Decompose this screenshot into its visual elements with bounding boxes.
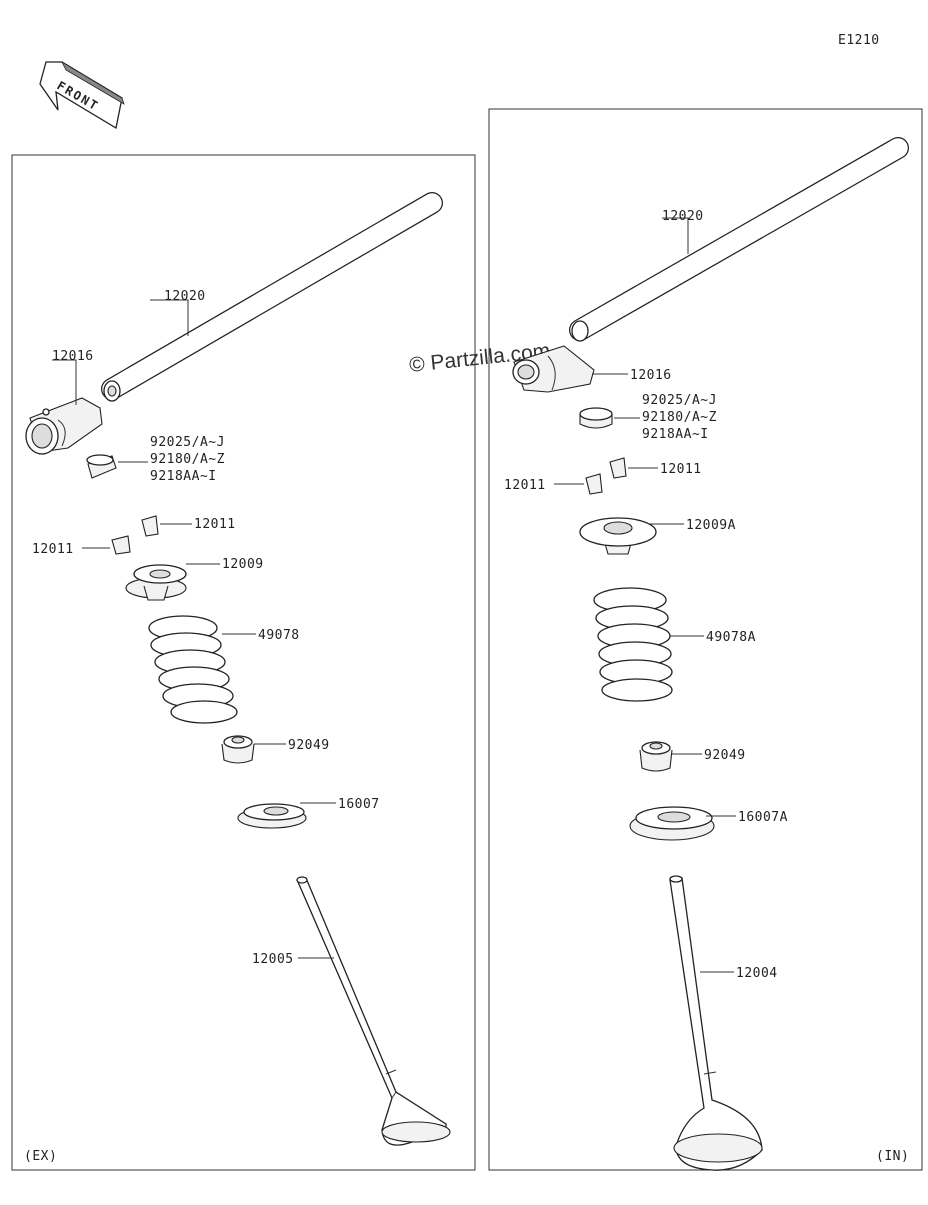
in-label-shim-c: 9218AA~I — [642, 427, 709, 442]
ex-label-spring: 49078 — [258, 628, 300, 643]
ex-valve-spring — [148, 615, 238, 724]
in-rocker-arm — [512, 345, 595, 393]
in-label-spring: 49078A — [706, 630, 756, 645]
ex-label-seal: 92049 — [288, 738, 330, 753]
in-spring-retainer — [579, 517, 657, 555]
ex-spring-retainer — [125, 564, 187, 601]
ex-rocker-shaft — [101, 192, 443, 402]
in-label-shim-a: 92025/A~J — [642, 393, 717, 408]
ex-valve — [296, 876, 451, 1146]
ex-label-rocker-arm: 12016 — [52, 349, 94, 364]
ex-label-shim-c: 9218AA~I — [150, 469, 217, 484]
diagram-code: E1210 — [838, 33, 880, 48]
in-label-spring-seat: 16007A — [738, 810, 788, 825]
ex-label-cotter-2: 12011 — [32, 542, 74, 557]
ex-rocker-arm — [25, 397, 103, 455]
ex-label-shim-b: 92180/A~Z — [150, 452, 225, 467]
ex-cotter-2 — [111, 535, 131, 555]
ex-spring-seat — [237, 803, 307, 829]
ex-corner-label: (EX) — [24, 1149, 57, 1164]
front-arrow-icon: FRONT — [39, 60, 125, 130]
in-label-rocker-arm: 12016 — [630, 368, 672, 383]
in-label-seal: 92049 — [704, 748, 746, 763]
ex-label-cotter-1: 12011 — [194, 517, 236, 532]
in-rocker-shaft — [569, 137, 909, 342]
in-valve-spring — [593, 587, 673, 702]
in-label-cotter-2: 12011 — [504, 478, 546, 493]
ex-stem-seal — [221, 735, 255, 764]
in-label-shaft: 12020 — [662, 209, 704, 224]
in-valve — [669, 875, 763, 1171]
ex-panel-frame — [11, 154, 476, 1171]
in-cotter-2 — [585, 473, 603, 495]
in-corner-label: (IN) — [876, 1149, 909, 1164]
in-cotter-1 — [609, 457, 627, 479]
in-label-shim-b: 92180/A~Z — [642, 410, 717, 425]
ex-label-shaft: 12020 — [164, 289, 206, 304]
in-panel: 12020 12016 92025/A~J 92180/A~Z 9218AA~I… — [504, 137, 909, 1171]
ex-label-spring-seat: 16007 — [338, 797, 380, 812]
in-spring-seat — [629, 806, 715, 841]
in-label-retainer: 12009A — [686, 518, 736, 533]
in-label-cotter-1: 12011 — [660, 462, 702, 477]
ex-label-valve: 12005 — [252, 952, 294, 967]
ex-label-retainer: 12009 — [222, 557, 264, 572]
ex-panel: 12020 12016 92025/A~J 92180/A~Z 9218AA~I… — [24, 192, 451, 1164]
in-stem-seal — [639, 741, 673, 772]
ex-cotter-1 — [141, 515, 159, 537]
in-label-valve: 12004 — [736, 966, 778, 981]
ex-label-shim-a: 92025/A~J — [150, 435, 225, 450]
in-shim — [579, 407, 613, 429]
ex-shim — [86, 454, 117, 479]
